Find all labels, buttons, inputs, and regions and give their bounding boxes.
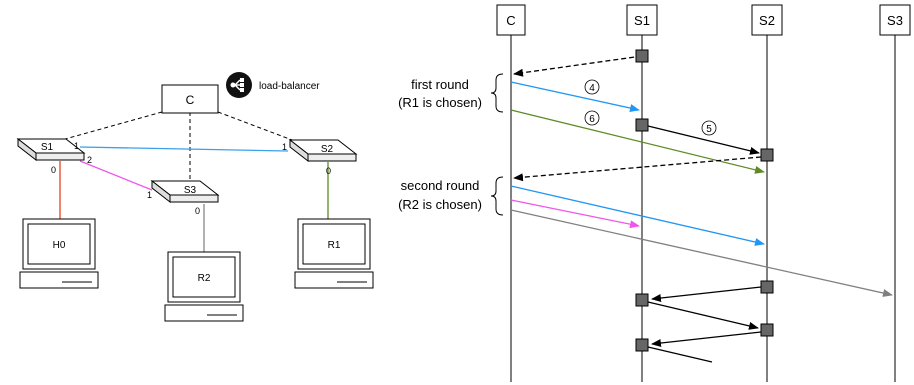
host-r1	[294, 218, 374, 289]
port-s2-r1: 0	[326, 166, 331, 176]
port-s1-s2: 1	[74, 141, 79, 151]
activation-s1-2	[635, 118, 649, 132]
link-s1-s2	[79, 146, 289, 152]
host-r1-label: R1	[328, 240, 341, 251]
msg-s2-to-s1-b	[651, 331, 762, 347]
msg-s1-to-c-dashed	[513, 55, 643, 77]
load-balancer-icon	[226, 72, 252, 98]
lane-header-s3	[879, 4, 911, 36]
controller-label: C	[186, 93, 195, 107]
host-h0-label: H0	[53, 240, 66, 251]
sequence-diagram: C S1 S2 S3 first round (R1 is chosen) se…	[398, 4, 911, 382]
step-6-label: 6	[589, 114, 595, 125]
load-balancer-label: load-balancer	[259, 81, 320, 92]
msg-step5-black	[647, 125, 760, 155]
port-s2-s1: 1	[282, 142, 287, 152]
msg-s2-to-s1-a	[651, 286, 762, 302]
msg-round2-blue	[510, 185, 765, 246]
lane-label-s1: S1	[634, 13, 650, 28]
host-r2	[164, 251, 244, 322]
step-6-circle	[584, 110, 600, 126]
step-4-label: 4	[589, 83, 595, 94]
round1-brace	[490, 73, 504, 113]
activation-s2-1	[760, 148, 774, 162]
activation-s1-1	[635, 49, 649, 63]
port-s1-h0: 0	[51, 165, 56, 175]
switch-s1-label: S1	[41, 142, 54, 153]
topology-diagram: C load-balancer S1 S2	[16, 72, 374, 322]
switch-s2-label: S2	[321, 144, 334, 155]
activation-s1-3	[635, 293, 649, 307]
activation-s2-2	[760, 280, 774, 294]
host-r2-label: R2	[198, 273, 211, 284]
lane-label-c: C	[506, 13, 515, 28]
activation-s2-3	[760, 323, 774, 337]
controller-box	[161, 84, 219, 114]
switch-s3-label: S3	[184, 185, 197, 196]
step-5-circle	[701, 120, 717, 136]
msg-step4-blue	[510, 81, 640, 112]
lane-label-s3: S3	[887, 13, 903, 28]
step-4-circle	[584, 79, 600, 95]
round2-note: (R2 is chosen)	[398, 197, 482, 212]
port-s3-s1: 1	[147, 190, 152, 200]
host-h0	[19, 218, 99, 289]
msg-s1-outgoing	[647, 346, 713, 363]
round1-note: (R1 is chosen)	[398, 95, 482, 110]
lane-header-c	[496, 4, 526, 36]
msg-s2-to-c-dashed	[513, 156, 762, 182]
control-link-s2	[217, 111, 301, 144]
msg-step6-green	[510, 109, 765, 174]
round2-title: second round	[401, 178, 480, 193]
switch-s3	[150, 179, 220, 204]
step-5-label: 5	[706, 124, 712, 135]
msg-round2-magenta	[510, 199, 640, 229]
switch-s1	[16, 137, 86, 162]
control-link-s1	[57, 111, 163, 142]
switch-s2	[288, 138, 358, 163]
round2-brace	[490, 176, 504, 216]
msg-round2-gray	[510, 209, 893, 297]
activation-s1-4	[635, 338, 649, 352]
lane-header-s2	[751, 4, 783, 36]
port-s3-r2: 0	[195, 206, 200, 216]
msg-s1-to-s2	[647, 301, 759, 330]
link-s1-s3	[79, 160, 153, 191]
round1-title: first round	[411, 77, 469, 92]
lane-label-s2: S2	[759, 13, 775, 28]
lane-header-s1	[626, 4, 658, 36]
port-s1-s3: 2	[87, 155, 92, 165]
